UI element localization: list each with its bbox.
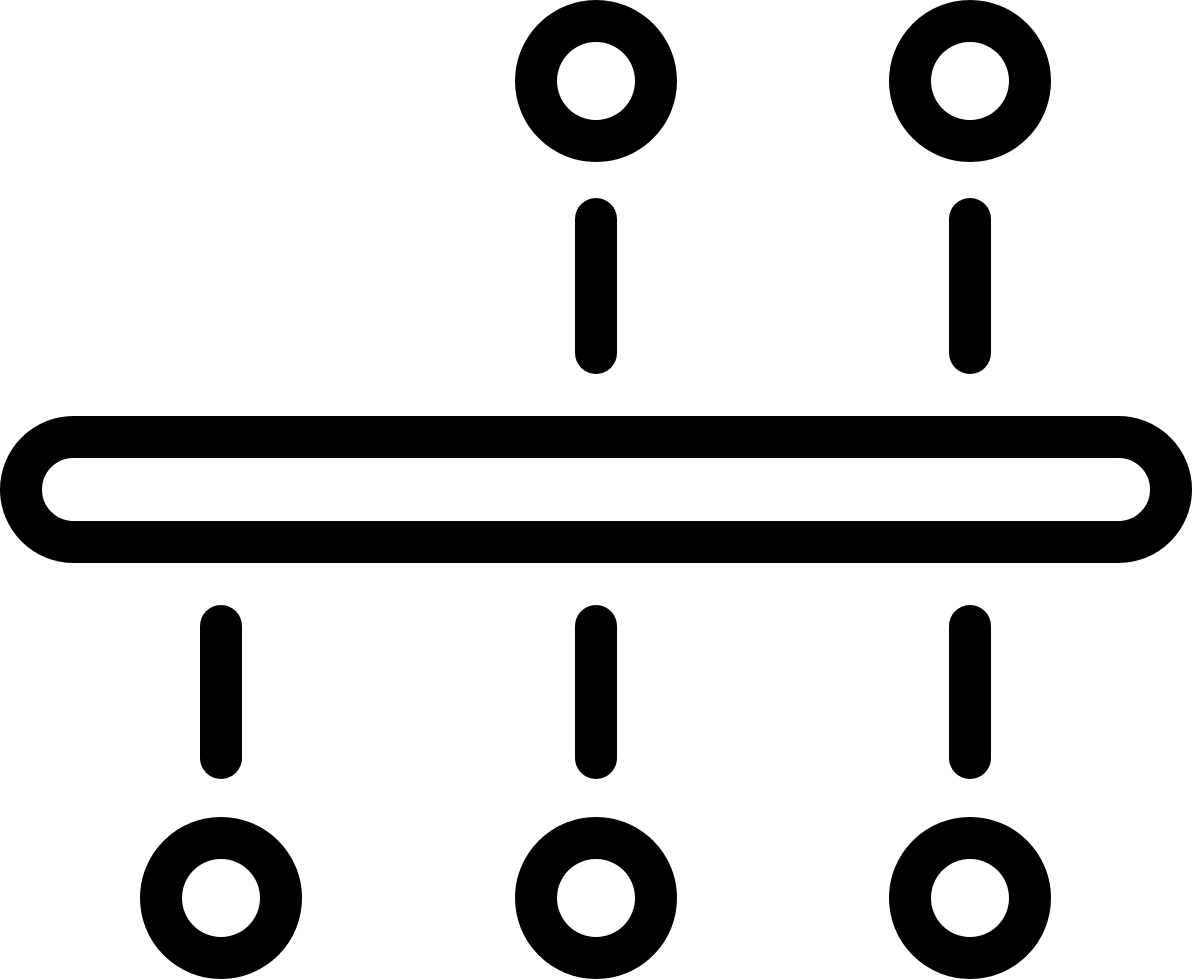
node-bottom-left	[140, 817, 302, 979]
timeline-bar	[0, 416, 1192, 563]
node-top-right	[889, 0, 1051, 162]
node-bottom-middle	[515, 817, 677, 979]
node-top-middle	[515, 0, 677, 162]
node-bottom-right	[889, 817, 1051, 979]
